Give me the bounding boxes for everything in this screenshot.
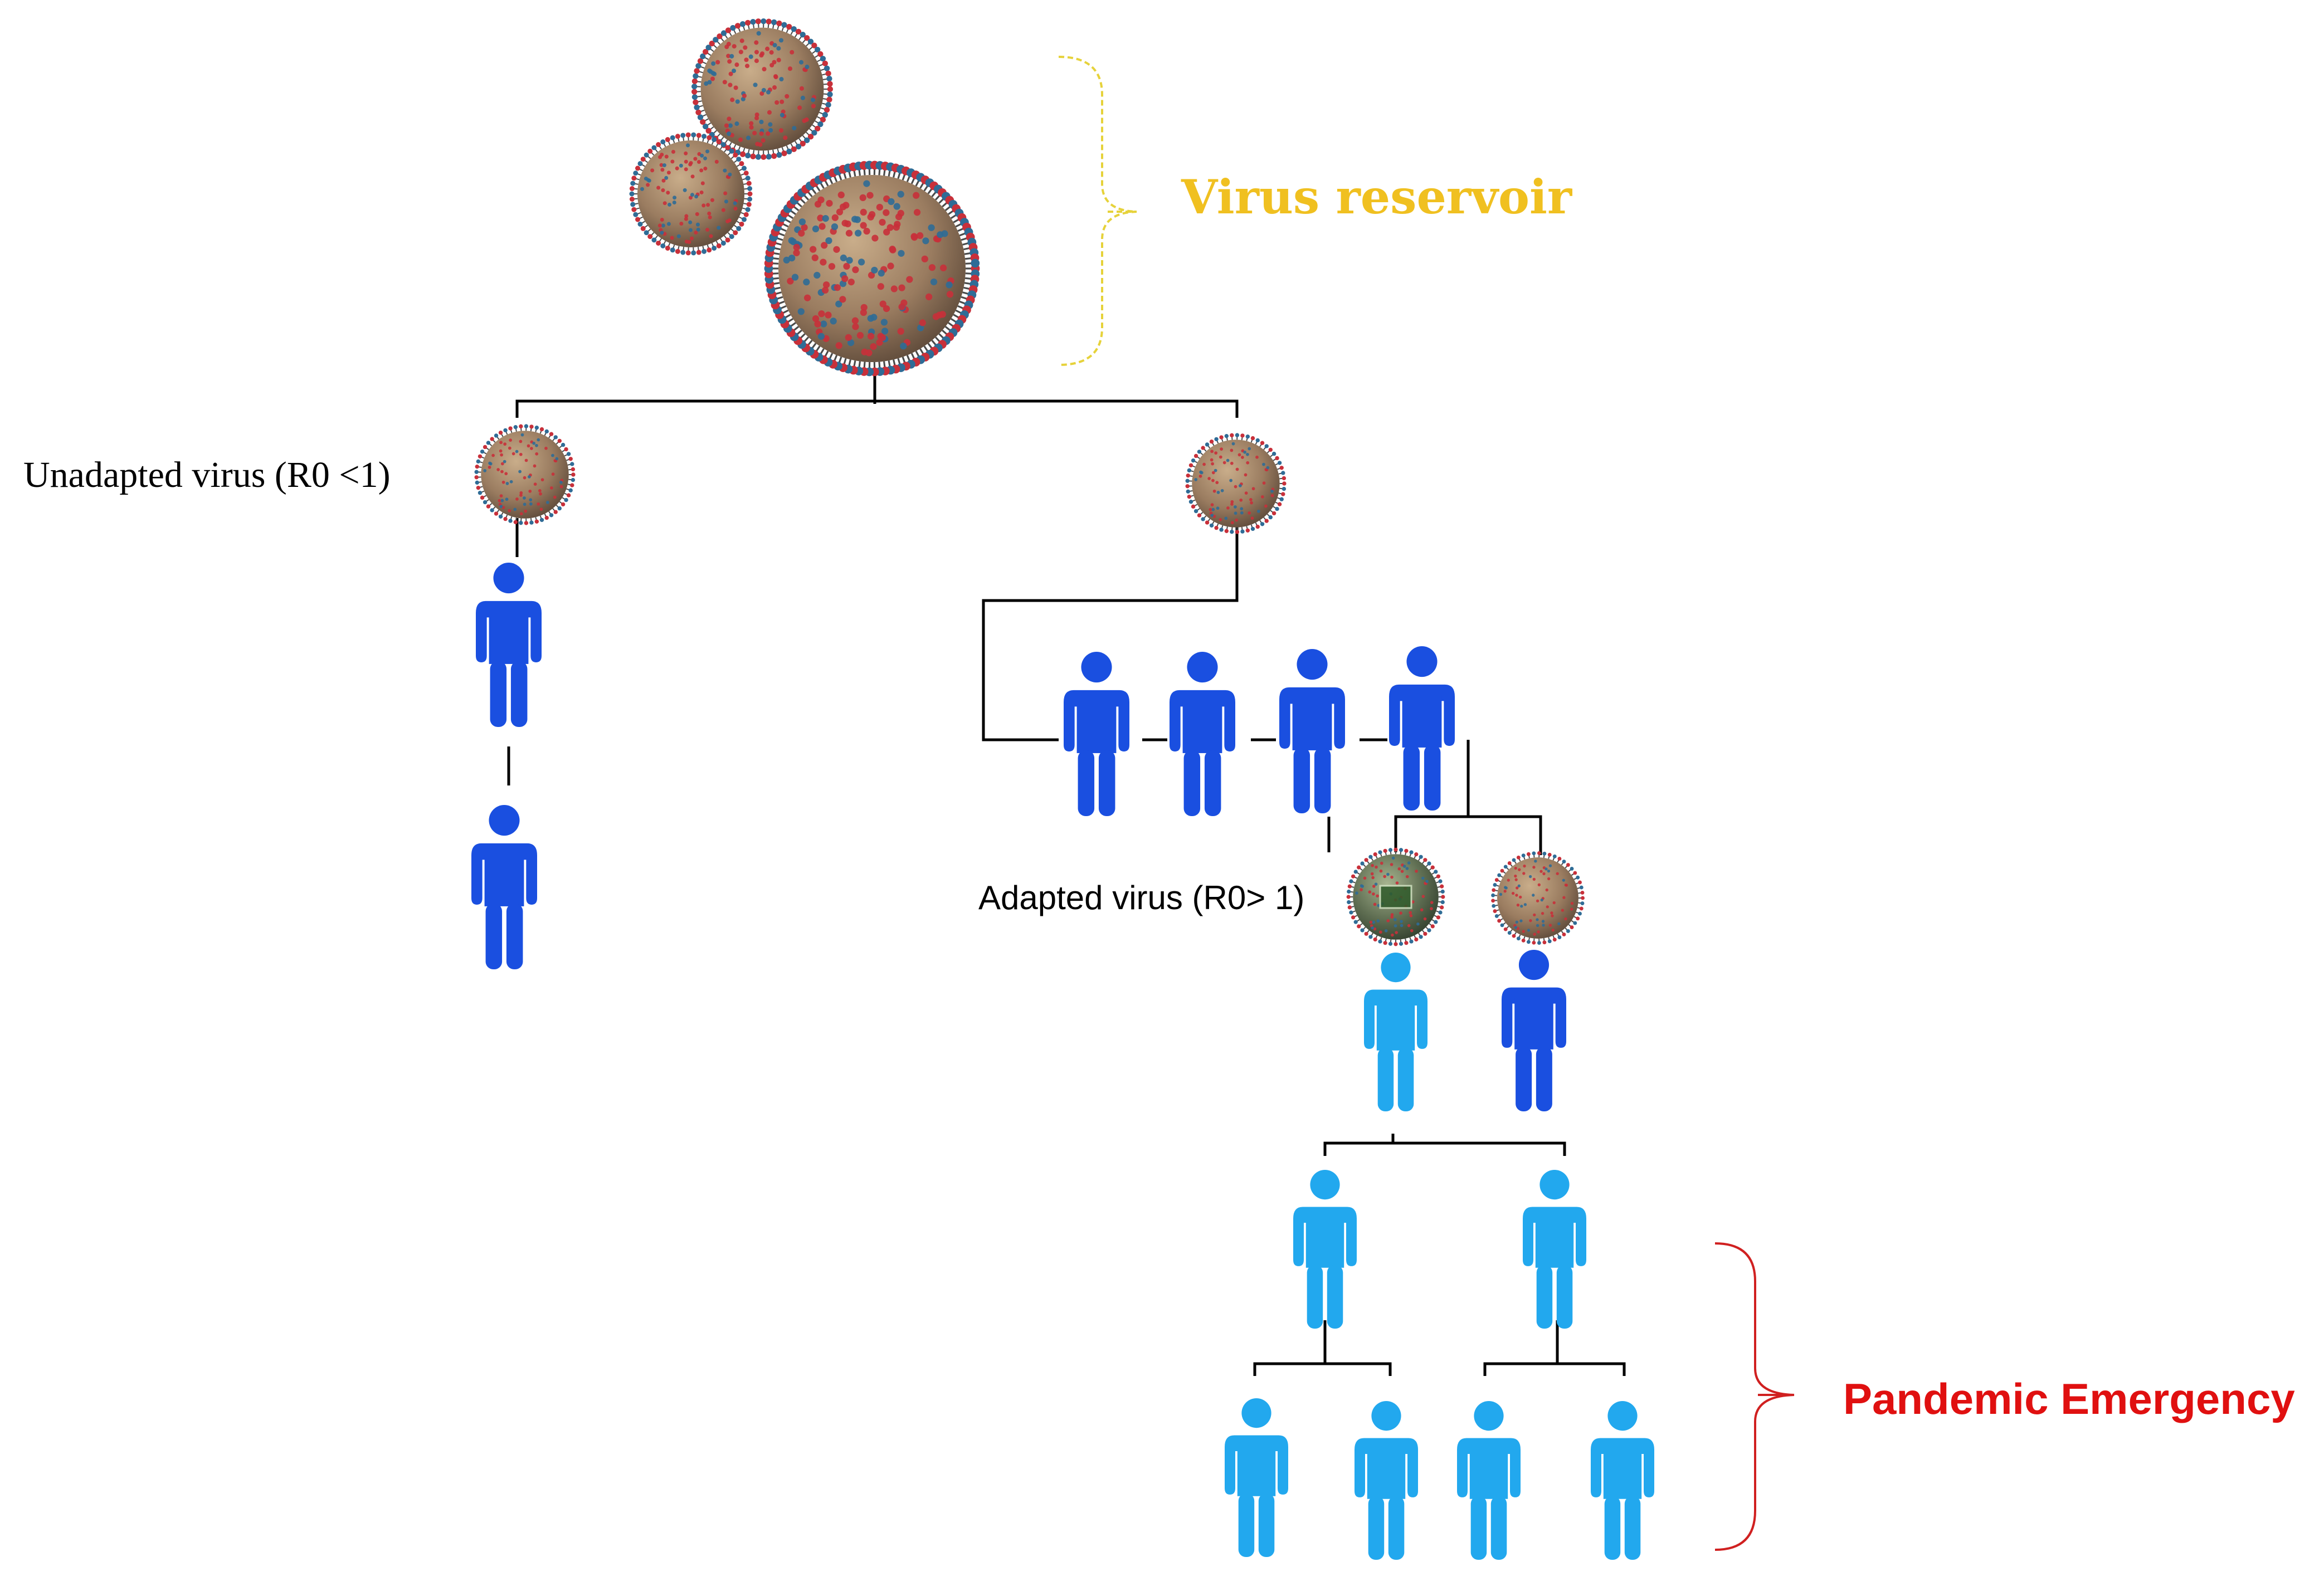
person-icon-chain-3: [1279, 649, 1345, 813]
virus-reservoir-label: Virus reservoir: [1181, 174, 1572, 221]
pandemic-emergency-label: Pandemic Emergency: [1843, 1377, 2295, 1421]
virus-particle-icon-large-main: [764, 161, 980, 377]
virus-particle-icon-small-left: [630, 133, 753, 256]
person-icon-wave3-3: [1457, 1401, 1521, 1560]
person-icon-unadapted-1: [476, 563, 542, 727]
unadapted-virus-label: Unadapted virus (R0 <1): [23, 457, 391, 494]
connector-line-10: [1396, 817, 1541, 855]
connector-lines: [509, 368, 1624, 1376]
virus-particle-icon-branch-right: [1186, 433, 1287, 534]
person-icon-unadapted-2: [471, 805, 537, 969]
connector-line-17: [1485, 1364, 1624, 1376]
adapted-virus-particle-icon: [1347, 848, 1445, 946]
people: [471, 563, 1654, 1560]
person-icon-adapted-infected: [1364, 953, 1427, 1111]
pandemic-brace: [1715, 1243, 1794, 1550]
connector-line-2: [517, 401, 1237, 418]
virus-particle-icon-unadapted: [475, 424, 576, 525]
person-icon-chain-2: [1170, 652, 1235, 816]
connector-line-13: [1325, 1143, 1565, 1156]
person-icon-chain-4: [1389, 646, 1455, 811]
virus-particle-icon-secondary: [1491, 851, 1585, 945]
person-icon-secondary-infected: [1502, 950, 1566, 1111]
person-icon-wave3-1: [1225, 1398, 1288, 1557]
person-icon-wave3-2: [1355, 1401, 1418, 1560]
adapted-virus-label: Adapted virus (R0> 1): [978, 881, 1304, 915]
reservoir-brace: [1059, 57, 1137, 365]
person-icon-wave2-1: [1293, 1170, 1357, 1329]
person-icon-wave3-4: [1591, 1401, 1654, 1560]
connector-line-15: [1255, 1364, 1390, 1376]
person-icon-chain-1: [1064, 652, 1129, 816]
person-icon-wave2-2: [1523, 1170, 1586, 1329]
